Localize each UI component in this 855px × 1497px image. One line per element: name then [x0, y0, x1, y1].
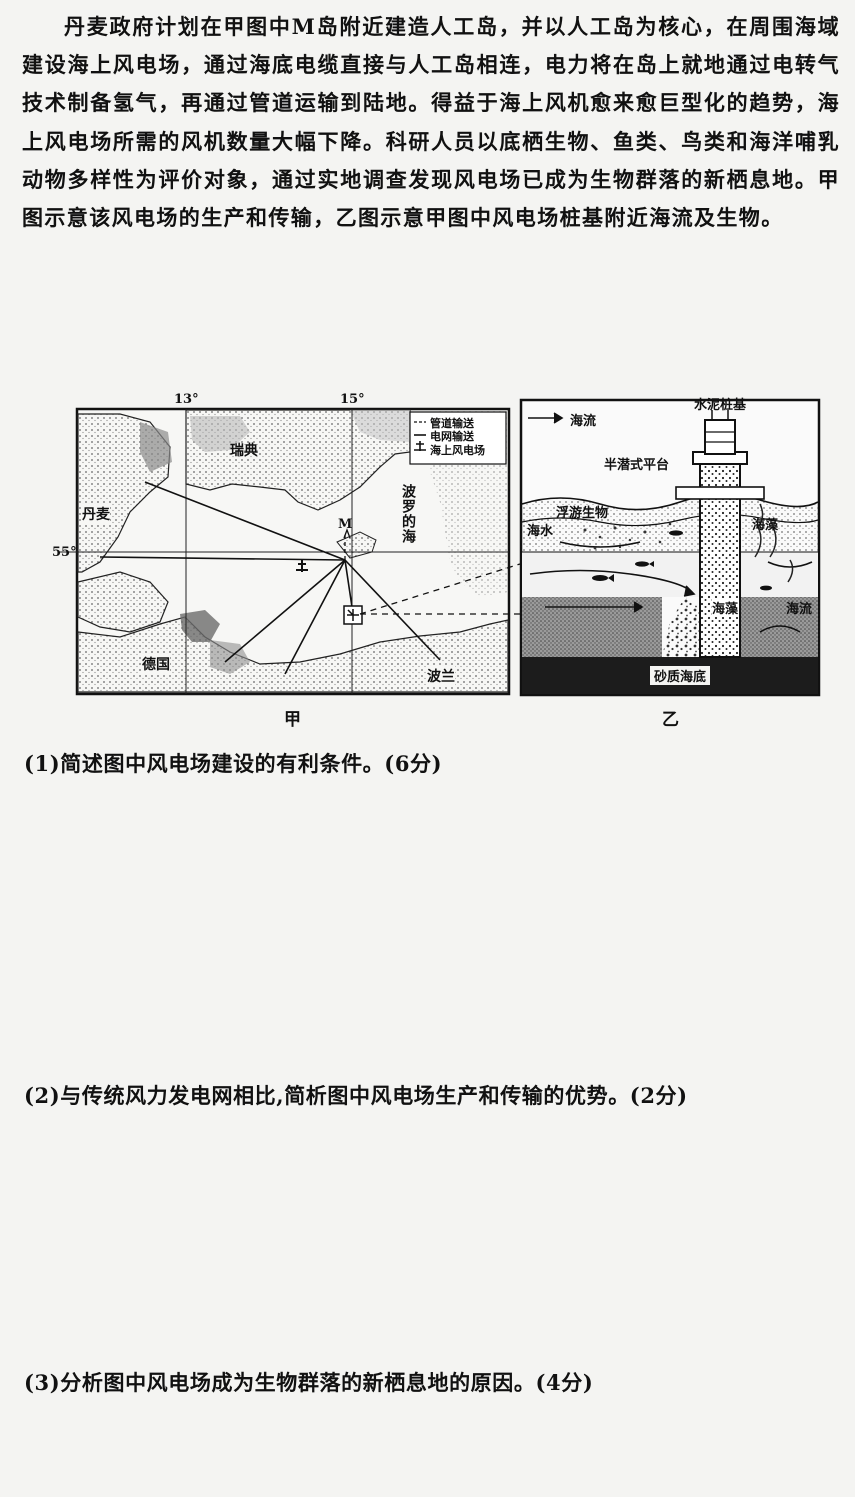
label-seaweed-bottom: 海藻: [712, 598, 739, 617]
caption-jia: 甲: [284, 710, 301, 730]
label-baltic-sea: 波罗的海: [400, 484, 416, 544]
question-3: (3)分析图中风电场成为生物群落的新栖息地的原因。(4分): [24, 1370, 594, 1395]
semi-submersible-platform: [675, 486, 765, 500]
plankton-dots: [583, 522, 672, 550]
current-arrows: [528, 412, 813, 633]
label-seabed: 砂质海底: [650, 666, 711, 685]
label-seawater: 海水: [527, 524, 554, 539]
lon-label-15: 15°: [340, 392, 365, 407]
legend-windfarm: 海上风电场: [430, 444, 485, 457]
label-cement-pile: 水泥桩基: [694, 398, 747, 413]
figures-svg: [60, 398, 821, 697]
label-poland: 波兰: [427, 666, 455, 686]
label-sweden: 瑞典: [230, 443, 258, 459]
lon-label-13: 13°: [174, 392, 199, 407]
grid-lines: [99, 481, 441, 675]
question-2: (2)与传统风力发电网相比,简析图中风电场生产和传输的优势。(2分): [24, 1083, 688, 1108]
legend-pipeline: 管道输送: [430, 417, 474, 430]
label-island-m: M: [338, 517, 353, 532]
caption-yi: 乙: [662, 710, 679, 730]
label-germany: 德国: [142, 654, 170, 674]
legend-grid: 电网输送: [430, 430, 474, 443]
question-1: (1)简述图中风电场建设的有利条件。(6分): [24, 751, 443, 776]
seaweed: [754, 503, 794, 583]
label-current-legend: 海流: [570, 414, 597, 429]
wind-turbine-icon: [296, 560, 308, 572]
passage-text: 丹麦政府计划在甲图中M岛附近建造人工岛，并以人工岛为核心，在周围海域建设海上风电…: [22, 14, 840, 231]
wind-farm-icon: [343, 605, 363, 625]
diagram-yi: [519, 398, 821, 697]
lat-label-55: 55°: [52, 545, 77, 560]
passage: 丹麦政府计划在甲图中M岛附近建造人工岛，并以人工岛为核心，在周围海域建设海上风电…: [22, 8, 840, 237]
label-denmark: 丹麦: [82, 504, 110, 524]
label-platform: 半潜式平台: [604, 458, 670, 473]
figures: 13° 15° 55° 瑞典 丹麦 德国 波兰 波罗的海 M 管道输送 电网输送…: [0, 392, 855, 732]
fish-icons: [592, 530, 772, 591]
label-plankton: 浮游生物: [556, 506, 609, 521]
map-jia: [60, 407, 521, 696]
label-current-right: 海流: [786, 602, 813, 617]
label-seaweed-top: 海藻: [752, 518, 779, 533]
